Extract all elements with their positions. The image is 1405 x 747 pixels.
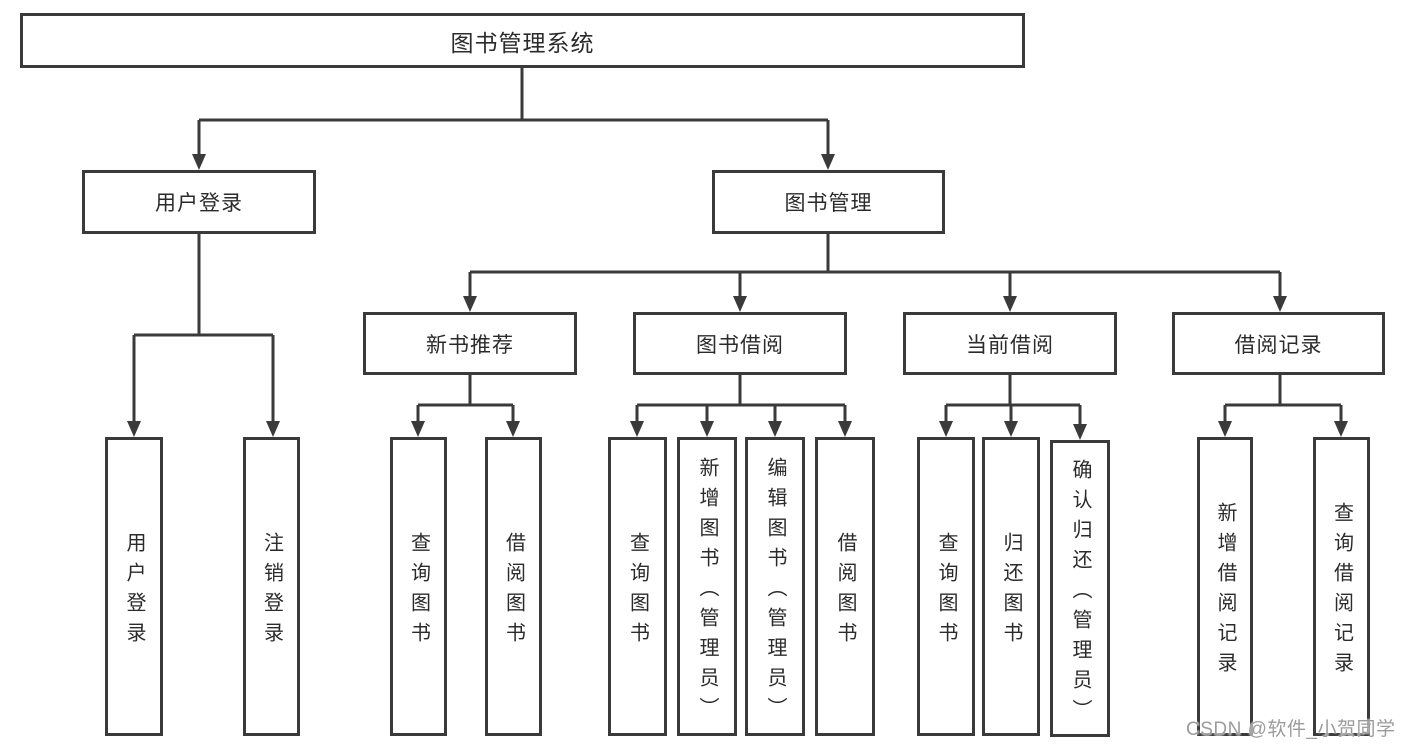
node-leaf-add-books-admin: 新增图书（管理员） xyxy=(677,437,737,736)
leaf-label: 查询借阅记录 xyxy=(1330,501,1353,682)
leaf-label: 注销登录 xyxy=(260,531,283,652)
node-borrow-records: 借阅记录 xyxy=(1172,312,1385,375)
node-book-borrow: 图书借阅 xyxy=(633,312,847,375)
leaf-label: 查询图书 xyxy=(626,531,649,652)
leaf-label: 查询图书 xyxy=(935,531,957,652)
node-leaf-add-borrow-record: 新增借阅记录 xyxy=(1197,437,1253,736)
leaf-label: 新增图书（管理员） xyxy=(696,456,718,727)
node-leaf-borrow-books: 借阅图书 xyxy=(815,437,875,736)
leaf-label: 用户登录 xyxy=(123,531,145,652)
node-leaf-confirm-return-admin: 确认归还（管理员） xyxy=(1050,440,1110,737)
leaf-label: 借阅图书 xyxy=(502,531,525,652)
leaf-label: 新增借阅记录 xyxy=(1214,501,1236,682)
leaf-label: 确认归还（管理员） xyxy=(1069,458,1091,729)
node-leaf-edit-books-admin: 编辑图书（管理员） xyxy=(745,437,805,736)
node-leaf-query-borrow-record: 查询借阅记录 xyxy=(1313,437,1370,736)
leaf-label: 归还图书 xyxy=(1000,531,1022,652)
node-leaf-query-books-recommend: 查询图书 xyxy=(390,437,447,736)
node-current-borrow: 当前借阅 xyxy=(903,312,1117,375)
node-leaf-user-login: 用户登录 xyxy=(105,437,163,736)
connector-book-borrow-children xyxy=(630,373,852,437)
node-leaf-borrow-books-recommend: 借阅图书 xyxy=(485,437,542,736)
node-new-book-recommend: 新书推荐 xyxy=(363,312,577,375)
node-leaf-query-books-borrow: 查询图书 xyxy=(608,437,667,736)
leaf-label: 查询图书 xyxy=(407,531,430,652)
node-leaf-return-books: 归还图书 xyxy=(982,437,1040,736)
node-library-management-system: 图书管理系统 xyxy=(20,13,1025,68)
node-book-management: 图书管理 xyxy=(712,170,945,234)
node-leaf-query-books-current: 查询图书 xyxy=(917,437,975,736)
connector-borrow-records-children xyxy=(1218,373,1348,437)
leaf-label: 编辑图书（管理员） xyxy=(764,456,786,727)
csdn-watermark: CSDN @软件_小贺同学 xyxy=(1186,719,1396,740)
leaf-label: 借阅图书 xyxy=(834,531,856,652)
connector-root-to-level2 xyxy=(192,66,835,170)
connector-user-login-children xyxy=(127,232,280,437)
connector-new-book-recommend-children xyxy=(411,373,520,437)
connector-current-borrow-children xyxy=(939,373,1087,440)
node-leaf-logout: 注销登录 xyxy=(243,437,300,736)
node-user-login: 用户登录 xyxy=(82,170,316,234)
connector-book-management-children xyxy=(463,231,1287,312)
